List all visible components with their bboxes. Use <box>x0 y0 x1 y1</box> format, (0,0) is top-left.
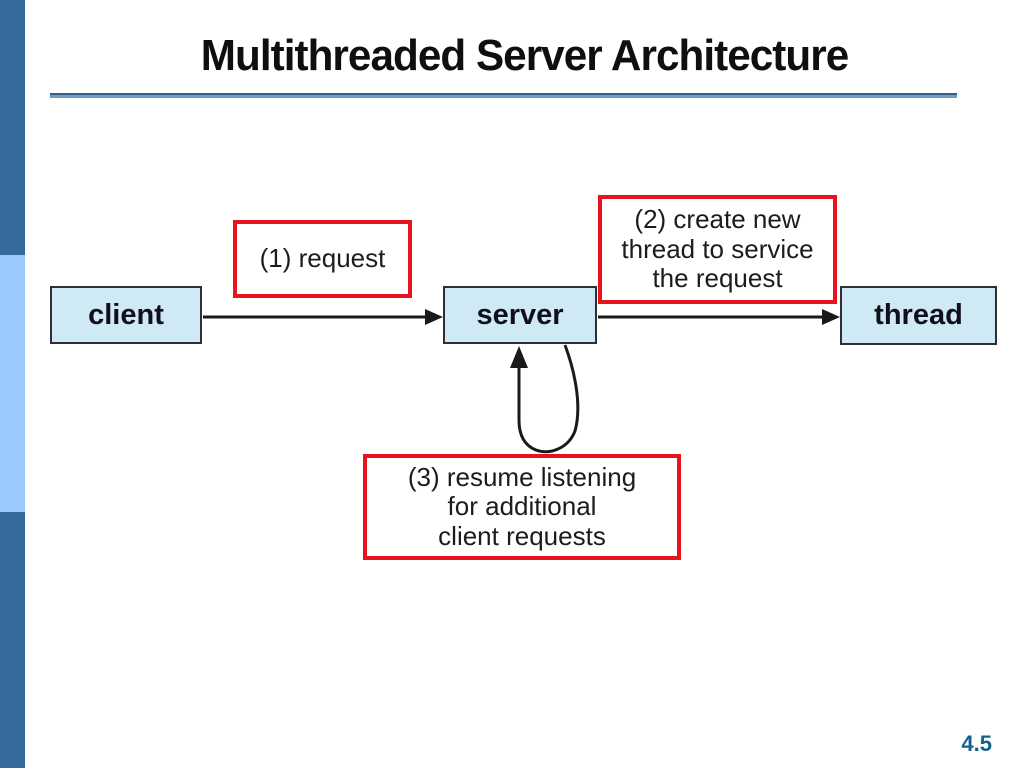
edge-server-to-thread <box>598 309 840 325</box>
node-client: client <box>50 286 202 344</box>
title-underline <box>50 93 957 98</box>
page-number: 4.5 <box>961 731 992 756</box>
edge-server-loop <box>510 344 580 454</box>
sidebar-decoration <box>0 0 25 768</box>
slide-title: Multithreaded Server Architecture <box>200 31 849 80</box>
sidebar-segment-top <box>0 0 25 255</box>
annotation-step3-resume-listening: (3) resume listening for additional clie… <box>363 454 681 560</box>
annotation-step2-create-thread: (2) create new thread to service the req… <box>598 195 837 304</box>
sidebar-segment-bottom <box>0 512 25 768</box>
node-thread: thread <box>840 286 997 345</box>
node-server: server <box>443 286 597 344</box>
annotation-step1-request: (1) request <box>233 220 412 298</box>
edge-client-to-server <box>203 309 443 325</box>
sidebar-segment-middle <box>0 255 25 512</box>
